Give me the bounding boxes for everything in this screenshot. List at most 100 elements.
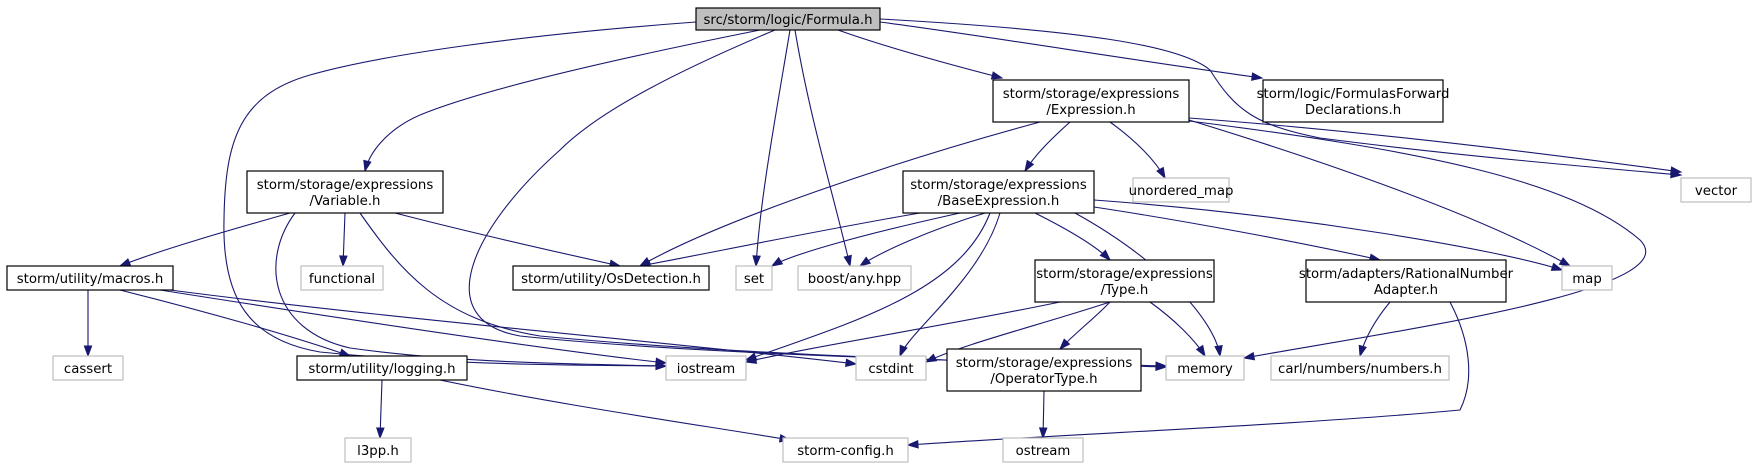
edge-type-to-operator-type [1058, 301, 1111, 351]
node-macros[interactable]: storm/utility/macros.h [6, 265, 174, 291]
edge-line [1093, 206, 1381, 261]
node-label: /Type.h [1101, 283, 1149, 298]
node-box[interactable] [1034, 259, 1215, 303]
node-box[interactable] [946, 348, 1142, 392]
edge-arrowhead [1670, 166, 1683, 175]
node-box[interactable] [695, 7, 881, 31]
edge-expression-to-map [1188, 119, 1572, 267]
edge-expression-to-memory [1188, 120, 1647, 361]
node-box[interactable] [512, 265, 710, 291]
edge-arrowhead [376, 427, 385, 440]
edge-line [639, 212, 921, 267]
node-carl-numbers: carl/numbers/numbers.h [1270, 355, 1450, 381]
edge-arrowhead [1558, 257, 1572, 267]
node-box [1165, 355, 1245, 381]
node-box [735, 265, 773, 291]
edge-macros-to-iostream [159, 289, 668, 367]
edge-formula-to-variable [363, 29, 761, 173]
node-variable[interactable]: storm/storage/expressions/Variable.h [246, 170, 444, 214]
edge-line [879, 18, 1682, 176]
node-l3pp: l3pp.h [344, 437, 412, 463]
edge-arrowhead [1242, 351, 1256, 361]
node-label: storm/logic/FormulasForward [1257, 87, 1450, 102]
node-expression[interactable]: storm/storage/expressions/Expression.h [992, 79, 1190, 123]
edge-macros-to-cstdint [169, 289, 858, 368]
node-label: unordered_map [1129, 184, 1234, 199]
node-unordered-map: unordered_map [1129, 177, 1234, 203]
edge-arrowhead [338, 348, 352, 357]
edge-macros-to-logging [119, 289, 352, 357]
edge-line [899, 212, 1001, 357]
node-box [300, 265, 384, 291]
node-label: /BaseExpression.h [938, 194, 1060, 209]
edge-line [639, 121, 1041, 267]
edge-expression-to-vector [1188, 117, 1683, 175]
edge-formula-to-formulas-fwd [879, 21, 1264, 81]
edge-line [1188, 117, 1682, 173]
edge-variable-to-functional [339, 212, 348, 268]
node-formula[interactable]: src/storm/logic/Formula.h [695, 7, 881, 31]
node-ostream: ostream [1002, 437, 1084, 463]
edge-arrowhead [770, 256, 784, 267]
node-box[interactable] [1305, 259, 1507, 303]
node-formulas-fwd[interactable]: storm/logic/FormulasForwardDeclarations.… [1257, 79, 1450, 123]
node-osdetection[interactable]: storm/utility/OsDetection.h [512, 265, 710, 291]
node-label: Declarations.h [1305, 103, 1401, 118]
node-box[interactable] [296, 355, 468, 381]
node-box[interactable] [902, 170, 1095, 214]
edge-variable-to-osdetection [394, 212, 622, 268]
node-label: storm/storage/expressions [1003, 87, 1180, 102]
node-operator-type[interactable]: storm/storage/expressions/OperatorType.h [946, 348, 1142, 392]
node-box [782, 437, 909, 463]
node-functional: functional [300, 265, 384, 291]
node-label: storm/storage/expressions [1036, 267, 1213, 282]
node-box[interactable] [1262, 79, 1444, 123]
node-label: storm/utility/logging.h [308, 362, 455, 377]
node-box[interactable] [246, 170, 444, 214]
node-iostream: iostream [665, 355, 747, 381]
edge-line [1034, 212, 1111, 261]
edge-base-expression-to-boost-any [858, 212, 986, 267]
node-label: cassert [64, 362, 112, 377]
node-memory: memory [1165, 355, 1245, 381]
node-box [1002, 437, 1084, 463]
edge-line [119, 289, 351, 357]
edge-arrowhead [363, 159, 372, 173]
node-label: Adapter.h [1374, 283, 1438, 298]
edge-arrowhead [1024, 159, 1035, 173]
edge-line [745, 301, 1061, 363]
edge-arrowhead [1214, 345, 1223, 358]
edge-operator-type-to-ostream [1038, 390, 1048, 440]
node-box [665, 355, 747, 381]
edge-macros-to-cassert [83, 290, 93, 358]
edge-line [879, 21, 1263, 79]
node-box[interactable] [6, 265, 174, 291]
edge-arrowhead [990, 71, 1004, 80]
node-base-expression[interactable]: storm/storage/expressions/BaseExpression… [902, 170, 1095, 214]
edge-base-expression-to-map [1093, 199, 1564, 271]
node-box[interactable] [992, 79, 1190, 123]
edge-formula-to-boost-any [794, 29, 852, 268]
edge-logging-to-l3pp [376, 379, 385, 440]
edge-base-expression-to-type [1034, 212, 1112, 262]
node-label: l3pp.h [357, 444, 399, 459]
edge-arrowhead [83, 345, 93, 358]
edge-arrowhead [118, 258, 132, 267]
edge-arrowhead [339, 255, 348, 268]
node-label: iostream [677, 362, 735, 377]
edge-formula-to-expression [837, 29, 1004, 80]
edge-arrowhead [1195, 344, 1206, 358]
edge-line [275, 212, 667, 367]
edge-line [925, 301, 1111, 363]
node-label: carl/numbers/numbers.h [1278, 362, 1442, 377]
node-label: src/storm/logic/Formula.h [703, 13, 872, 28]
node-type[interactable]: storm/storage/expressions/Type.h [1034, 259, 1215, 303]
node-label: memory [1177, 362, 1233, 377]
edge-rational-adapter-to-carl-numbers [1358, 301, 1391, 358]
node-label: cstdint [868, 362, 913, 377]
node-logging[interactable]: storm/utility/logging.h [296, 355, 468, 381]
node-label: ostream [1016, 444, 1071, 459]
node-storm-config: storm-config.h [782, 437, 909, 463]
